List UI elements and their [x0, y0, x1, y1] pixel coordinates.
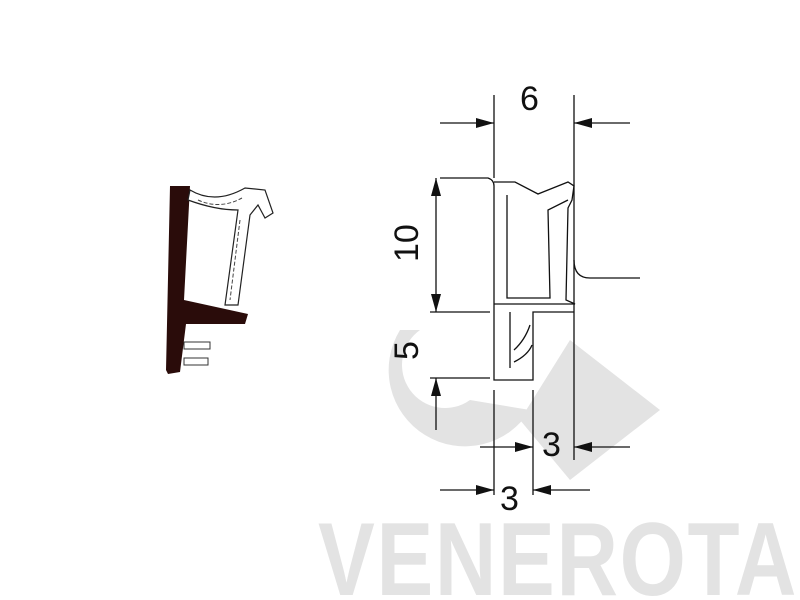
outline-frame — [573, 259, 640, 279]
extension-lines — [493, 95, 575, 495]
foam-seal-lip — [187, 187, 274, 306]
fin-upper — [183, 341, 211, 350]
arrow-icon — [515, 442, 533, 452]
arrowheads — [431, 118, 592, 495]
dim-label-upper-height: 10 — [388, 224, 426, 262]
arrow-icon — [431, 378, 441, 396]
watermark-circle-shape — [388, 330, 530, 447]
arrow-icon — [574, 442, 592, 452]
dim-label-right-width: 3 — [542, 426, 561, 464]
arrow-icon — [431, 178, 441, 196]
arrow-icon — [476, 485, 494, 495]
fin-lower — [183, 357, 209, 366]
arrow-icon — [574, 118, 592, 128]
watermark-diamond-shape — [520, 340, 660, 480]
outline-main — [440, 177, 574, 381]
watermark-text: VENEROTA — [318, 502, 798, 600]
foam-hatching — [197, 197, 243, 301]
outline-fins — [509, 312, 533, 368]
outline-bulb — [494, 181, 576, 305]
dim-label-bottom-width: 3 — [500, 480, 519, 518]
seal-profile-section — [166, 186, 274, 374]
dim-label-top-width: 6 — [520, 80, 539, 118]
outline-inner — [506, 195, 569, 299]
rigid-base-profile — [166, 186, 248, 374]
arrow-icon — [533, 485, 551, 495]
dim-label-lower-height: 5 — [388, 341, 426, 360]
watermark-logo — [388, 330, 660, 480]
dim-line-10 — [430, 178, 490, 313]
arrow-icon — [476, 118, 494, 128]
arrow-icon — [431, 294, 441, 312]
